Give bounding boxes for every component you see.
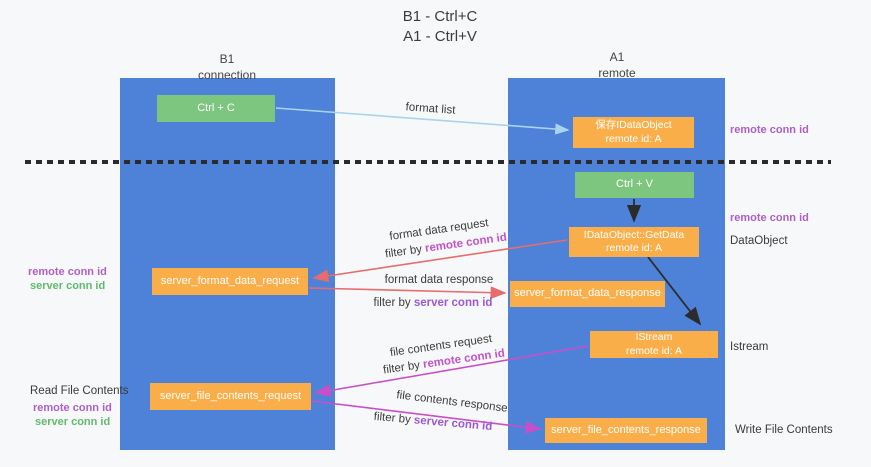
server-file-contents-request-label: server_file_contents_request xyxy=(159,389,302,402)
server-format-data-response-label: server_format_data_response xyxy=(514,287,661,300)
right-column-role: remote xyxy=(598,65,636,80)
title-line-2: A1 - Ctrl+V xyxy=(403,28,477,45)
right-remote-conn-id-mid: remote conn id xyxy=(730,212,809,224)
format-data-response-label: format data response xyxy=(384,274,494,286)
istream-remote-id: remote id: A xyxy=(625,344,683,357)
save-dataobject-box: 保存IDataObject remote id: A xyxy=(573,117,694,148)
getdata-remote-id: remote id: A xyxy=(605,242,663,254)
file-contents-response-filter-label: filter by server conn id xyxy=(372,411,495,434)
istream-box: IStream remote id: A xyxy=(590,331,718,358)
filter-by-text: filter by xyxy=(373,297,414,309)
left-remote-conn-id-bottom: remote conn id xyxy=(33,402,112,414)
filter-by-text: filter by xyxy=(382,358,424,377)
save-dataobject-title: 保存IDataObject xyxy=(595,119,672,132)
right-column-header: A1 remote xyxy=(557,50,677,81)
server-file-contents-request-box: server_file_contents_request xyxy=(150,383,311,410)
ctrl-v-label: Ctrl + V xyxy=(616,178,653,191)
format-list-label: format list xyxy=(405,101,456,117)
ctrl-c-box: Ctrl + C xyxy=(157,95,275,122)
istream-annotation: Istream xyxy=(730,341,769,353)
server-file-contents-response-box: server_file_contents_response xyxy=(545,418,707,443)
server-format-data-response-box: server_format_data_response xyxy=(510,281,665,307)
left-server-conn-id-bottom: server conn id xyxy=(35,416,111,428)
getdata-box: IDataObject::GetData remote id: A xyxy=(569,227,699,257)
getdata-title: IDataObject::GetData xyxy=(583,228,685,241)
format-data-response-filter-label: filter by server conn id xyxy=(372,297,494,309)
ctrl-v-box: Ctrl + V xyxy=(575,172,694,198)
server-file-contents-response-label: server_file_contents_response xyxy=(551,423,701,436)
right-column-name: A1 xyxy=(609,50,625,64)
istream-title: IStream xyxy=(635,331,673,344)
filter-by-text: filter by xyxy=(373,410,415,427)
ctrl-c-label: Ctrl + C xyxy=(197,101,235,114)
left-server-conn-id-top: server conn id xyxy=(30,280,106,292)
server-format-data-request-label: server_format_data_request xyxy=(160,274,300,287)
read-file-contents-annotation: Read File Contents xyxy=(30,385,129,397)
save-dataobject-remote-id: remote id: A xyxy=(605,132,662,145)
dataobject-annotation: DataObject xyxy=(730,235,788,247)
filter-by-text: filter by xyxy=(384,242,426,261)
title-line-1: B1 - Ctrl+C xyxy=(402,8,478,25)
left-column-header: B1 connection xyxy=(167,52,287,83)
left-column-role: connection xyxy=(197,67,257,82)
file-contents-response-label: file contents response xyxy=(395,389,509,415)
format-data-response-arrow xyxy=(308,286,507,300)
server-conn-id-highlight: server conn id xyxy=(413,414,493,434)
server-conn-id-highlight: server conn id xyxy=(413,297,493,309)
dashed-separator-line xyxy=(25,160,831,164)
write-file-contents-annotation: Write File Contents xyxy=(735,424,833,436)
server-format-data-request-box: server_format_data_request xyxy=(152,268,308,295)
right-remote-conn-id-top: remote conn id xyxy=(730,124,809,136)
left-column-name: B1 xyxy=(219,52,235,66)
left-remote-conn-id-top: remote conn id xyxy=(28,266,107,278)
diagram-title: B1 - Ctrl+C A1 - Ctrl+V xyxy=(330,7,550,47)
